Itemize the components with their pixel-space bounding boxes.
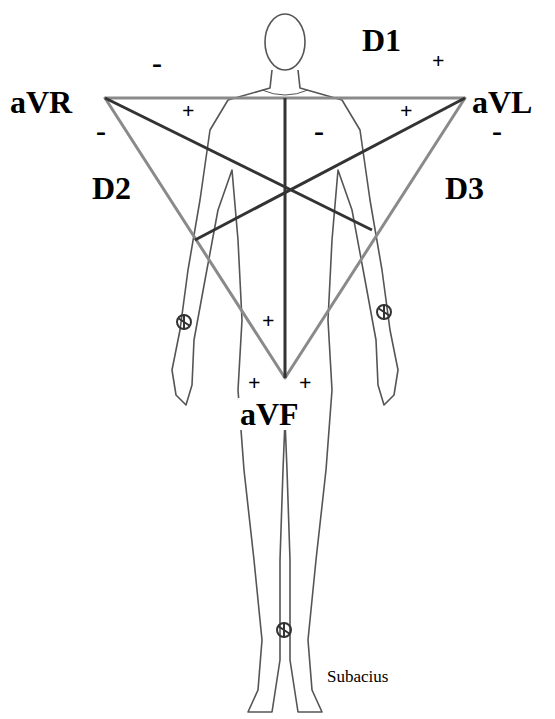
- lead-name: D1: [360, 24, 403, 56]
- polarity-sign: +: [297, 372, 314, 394]
- augmented-lead-axes: [105, 98, 465, 378]
- einthoven-triangle: [105, 98, 465, 378]
- polarity-sign: -: [490, 116, 504, 146]
- lead-name: aVL: [470, 86, 534, 118]
- polarity-sign: +: [246, 372, 263, 394]
- polarity-sign: +: [398, 100, 415, 122]
- polarity-sign: -: [312, 116, 326, 146]
- polarity-sign: -: [150, 48, 164, 78]
- lead-name: aVR: [8, 86, 74, 118]
- human-figure: [172, 14, 398, 712]
- lead-name: D3: [443, 172, 486, 204]
- lead-name: D2: [90, 172, 133, 204]
- polarity-sign: +: [430, 50, 447, 72]
- polarity-sign: -: [94, 116, 108, 146]
- polarity-sign: +: [180, 100, 197, 122]
- polarity-sign: +: [260, 310, 277, 332]
- lead-name: aVF: [238, 398, 301, 430]
- author-credit: Subacius: [325, 668, 390, 685]
